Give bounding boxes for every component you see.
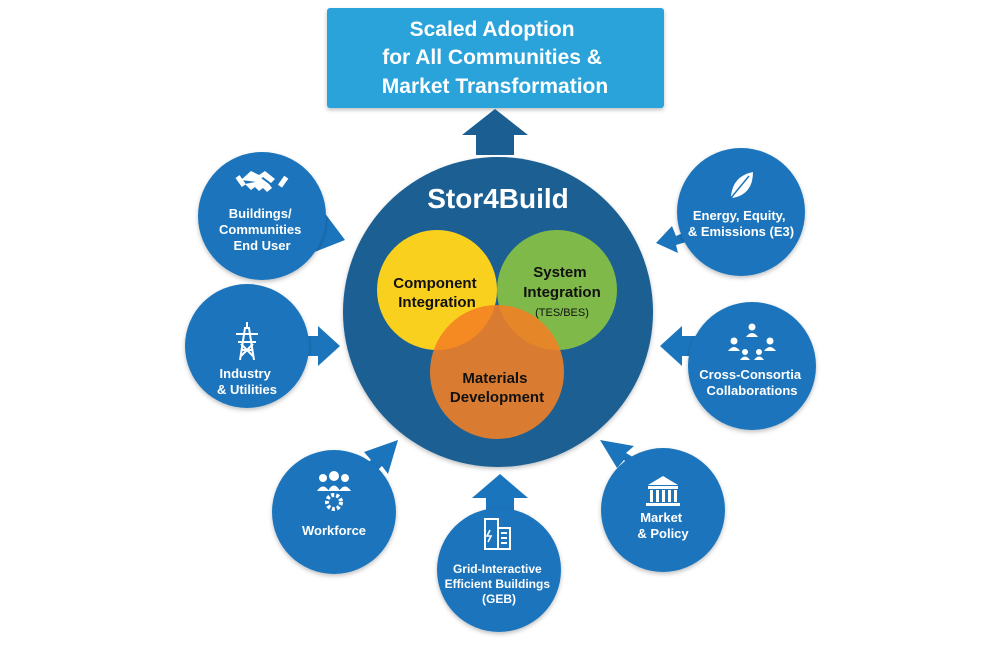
handshake-icon: [235, 171, 289, 192]
svg-text:Grid-Interactive Efficie: Grid-Interactive Efficient Buildings (GE…: [445, 562, 554, 606]
stor4build-hub: Stor4Build Component Integration System …: [343, 157, 653, 467]
system-label-2: Integration: [523, 284, 601, 301]
buildings-label-1: Buildings/: [229, 206, 292, 221]
svg-text:Buildings/ Communities: Buildings/ Communities End User: [219, 206, 305, 253]
buildings-label-2: Communities: [219, 222, 301, 237]
team-gear-icon: [317, 471, 351, 511]
cross-label-1: Cross-Consortia: [699, 367, 802, 382]
satellite-market: Market & Policy: [601, 448, 725, 572]
government-building-icon: [646, 476, 680, 506]
satellite-geb: Grid-Interactive Efficient Buildings (GE…: [437, 508, 561, 632]
component-label-2: Integration: [398, 294, 476, 311]
cross-label-2: Collaborations: [706, 383, 797, 398]
svg-text:Scaled Adoption for All: Scaled Adoption for All Communities & Ma…: [382, 18, 608, 98]
svg-text:Energy, Equity, & Emissi: Energy, Equity, & Emissions (E3): [688, 208, 794, 239]
energy-label-2: & Emissions (E3): [688, 224, 794, 239]
arrow-geb: [472, 474, 528, 515]
leaf-icon: [730, 172, 753, 199]
satellite-energy: Energy, Equity, & Emissions (E3): [677, 148, 805, 276]
top-box-line-2: for All Communities &: [382, 46, 602, 69]
system-sublabel: (TES/BES): [535, 307, 589, 319]
energy-label-1: Energy, Equity,: [693, 208, 786, 223]
top-box-line-1: Scaled Adoption: [410, 18, 575, 41]
svg-text:Industry & Utilities: Industry & Utilities: [217, 366, 277, 397]
network-people-icon: [728, 323, 776, 360]
svg-text:Materials Development: Materials Development: [450, 370, 544, 406]
buildings-label-3: End User: [233, 238, 290, 253]
materials-label-2: Development: [450, 389, 544, 406]
svg-text:Market & Policy: Market & Policy: [637, 510, 689, 541]
top-box-line-3: Market Transformation: [382, 75, 608, 98]
system-label-1: System: [533, 264, 586, 281]
satellite-cross: Cross-Consortia Collaborations: [688, 302, 816, 430]
materials-development-circle: [430, 305, 564, 439]
geb-label-1: Grid-Interactive: [453, 562, 542, 576]
market-label-1: Market: [640, 510, 683, 525]
scaled-adoption-box: Scaled Adoption for All Communities & Ma…: [327, 8, 664, 108]
satellite-industry: Industry & Utilities: [185, 284, 309, 408]
svg-text:Cross-Consortia Collabor: Cross-Consortia Collaborations: [699, 367, 804, 398]
component-label-1: Component: [393, 275, 476, 292]
geb-label-2: Efficient Buildings: [445, 577, 551, 591]
hub-title: Stor4Build: [427, 183, 569, 214]
geb-label-3: (GEB): [482, 592, 516, 606]
power-tower-icon: [236, 322, 258, 361]
materials-label-1: Materials: [462, 370, 527, 387]
industry-label-1: Industry: [220, 366, 272, 381]
market-label-2: & Policy: [637, 526, 689, 541]
arrow-to-top-box: [462, 109, 528, 155]
satellite-buildings: Buildings/ Communities End User: [198, 152, 326, 280]
workforce-label: Workforce: [302, 523, 366, 538]
arrow-industry: [300, 326, 340, 366]
smart-building-icon: [484, 518, 511, 550]
industry-label-2: & Utilities: [217, 382, 277, 397]
satellite-workforce: Workforce: [272, 450, 396, 574]
svg-text:System Integration: System Integration: [523, 264, 601, 301]
svg-text:Component Integration: Component Integration: [393, 275, 481, 311]
